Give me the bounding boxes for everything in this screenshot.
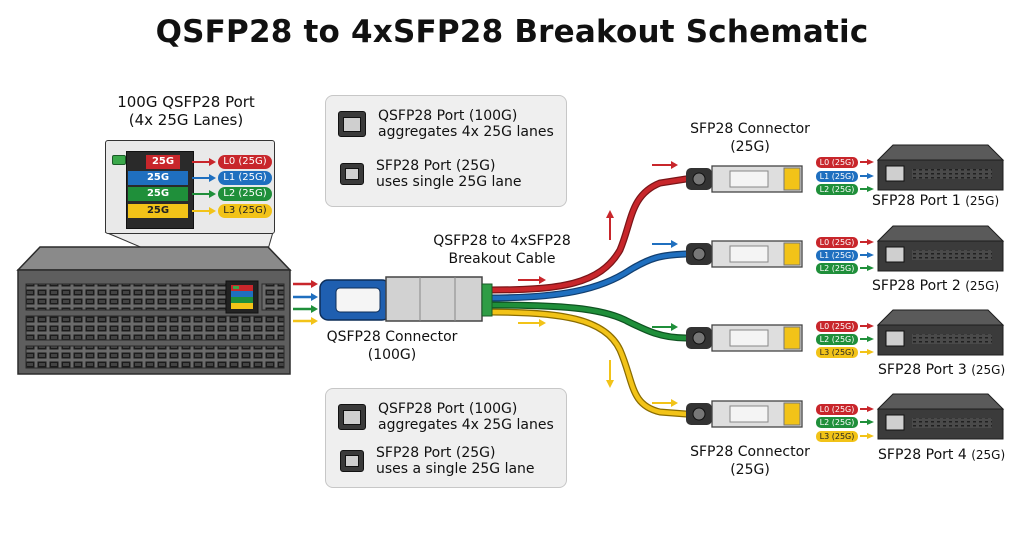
legend-desc: aggregates 4x 25G lanes <box>378 124 554 140</box>
legend-desc: aggregates 4x 25G lanes <box>378 417 554 433</box>
endpoint-speed: (25G) <box>971 363 1006 377</box>
sfp28-port-icon <box>340 450 364 472</box>
lane-arrows-switch <box>293 280 318 325</box>
sfp28-connector-3 <box>686 324 803 352</box>
endpoint-label-1: SFP28 Port 1 (25G) <box>872 193 1022 210</box>
zoom-lane-l2: L2 (25G) <box>218 187 272 201</box>
sfp28-connector-1 <box>686 165 803 193</box>
legend-desc: uses a single 25G lane <box>376 461 535 477</box>
endpoint-name: SFP28 Port 4 <box>878 447 967 463</box>
legend-top: QSFP28 Port (100G)aggregates 4x 25G lane… <box>325 95 567 207</box>
ep4-lane-0: L0 (25G) <box>815 403 859 416</box>
sfp-connector-bottom-label: SFP28 Connector <box>690 444 810 460</box>
ep1-lane-0: L0 (25G) <box>815 156 859 169</box>
endpoint-name: SFP28 Port 2 <box>872 278 961 294</box>
ep1-lane-1: L1 (25G) <box>815 170 859 183</box>
endpoint-label-3: SFP28 Port 3 (25G) <box>878 362 1024 379</box>
cable-label-line1: QSFP28 to 4xSFP28 <box>433 233 571 249</box>
legend-bottom-sfp28: SFP28 Port (25G)uses a single 25G lane <box>338 445 535 477</box>
endpoint-label-4: SFP28 Port 4 (25G) <box>878 447 1024 464</box>
qsfp-connector-label: QSFP28 Connector <box>326 329 458 345</box>
status-led <box>112 155 126 165</box>
legend-bottom: QSFP28 Port (100G)aggregates 4x 25G lane… <box>325 388 567 488</box>
endpoint-switch-3 <box>876 309 1005 356</box>
ep4-lane-1: L2 (25G) <box>815 416 859 429</box>
zoom-lane-l3: L3 (25G) <box>218 204 272 218</box>
cable-label-line2: Breakout Cable <box>448 251 556 267</box>
sfp-connector-top-speed: (25G) <box>730 139 770 155</box>
ep3-lane-1: L2 (25G) <box>815 333 859 346</box>
port-zoom-title: 100G QSFP28 Port <box>117 93 255 111</box>
zoom-bar-l0: 25G <box>146 155 180 169</box>
sfp28-port-icon <box>340 163 364 185</box>
qsfp28-port-icon <box>338 111 366 137</box>
endpoint-switch-4 <box>876 393 1005 440</box>
sfp28-connector-4 <box>686 400 803 428</box>
qsfp28-connector <box>319 276 493 322</box>
highlighted-qsfp28-port[interactable] <box>225 280 259 314</box>
zoom-bar-l1: 25G <box>128 171 188 185</box>
legend-title: QSFP28 Port (100G) <box>378 401 518 417</box>
ep3-lane-2: L3 (25G) <box>815 346 859 359</box>
legend-top-qsfp28: QSFP28 Port (100G)aggregates 4x 25G lane… <box>338 108 554 140</box>
sfp-connector-top-label: SFP28 Connector <box>690 121 810 137</box>
endpoint-speed: (25G) <box>965 194 1000 208</box>
sfp-connector-bottom-speed: (25G) <box>730 462 770 478</box>
legend-title: SFP28 Port (25G) <box>376 158 496 174</box>
legend-title: QSFP28 Port (100G) <box>378 108 518 124</box>
endpoint-lane-arrows <box>860 159 874 439</box>
endpoint-switch-2 <box>876 225 1005 272</box>
legend-title: SFP28 Port (25G) <box>376 445 496 461</box>
endpoint-name: SFP28 Port 3 <box>878 362 967 378</box>
endpoint-name: SFP28 Port 1 <box>872 193 961 209</box>
endpoint-label-2: SFP28 Port 2 (25G) <box>872 278 1022 295</box>
breakout-cables <box>484 175 690 418</box>
ep4-lane-2: L3 (25G) <box>815 430 859 443</box>
ep2-lane-2: L2 (25G) <box>815 262 859 275</box>
page-title: QSFP28 to 4xSFP28 Breakout Schematic <box>155 14 869 50</box>
network-switch <box>16 246 292 375</box>
ep2-lane-1: L1 (25G) <box>815 249 859 262</box>
endpoint-speed: (25G) <box>971 448 1006 462</box>
endpoint-speed: (25G) <box>965 279 1000 293</box>
cable-direction-arrows <box>518 161 678 407</box>
legend-desc: uses single 25G lane <box>376 174 522 190</box>
qsfp28-port-icon <box>338 404 366 430</box>
zoom-lane-l1: L1 (25G) <box>218 171 272 185</box>
port-zoom-subtitle: (4x 25G Lanes) <box>128 111 244 129</box>
port-zoom-panel: 25G 25G 25G 25G L0 (25G) L1 (25G) L2 (25… <box>105 140 275 234</box>
zoom-bar-l3: 25G <box>128 204 188 218</box>
qsfp-connector-speed: (100G) <box>367 347 417 363</box>
legend-top-sfp28: SFP28 Port (25G)uses single 25G lane <box>338 158 522 190</box>
endpoint-switch-1 <box>876 144 1005 191</box>
zoom-bar-l2: 25G <box>128 187 188 201</box>
ep1-lane-2: L2 (25G) <box>815 183 859 196</box>
sfp28-connector-2 <box>686 240 803 268</box>
ep2-lane-0: L0 (25G) <box>815 236 859 249</box>
zoom-lane-l0: L0 (25G) <box>218 155 272 169</box>
ep3-lane-0: L0 (25G) <box>815 320 859 333</box>
legend-bottom-qsfp28: QSFP28 Port (100G)aggregates 4x 25G lane… <box>338 401 554 433</box>
zoom-arrows <box>192 158 216 215</box>
